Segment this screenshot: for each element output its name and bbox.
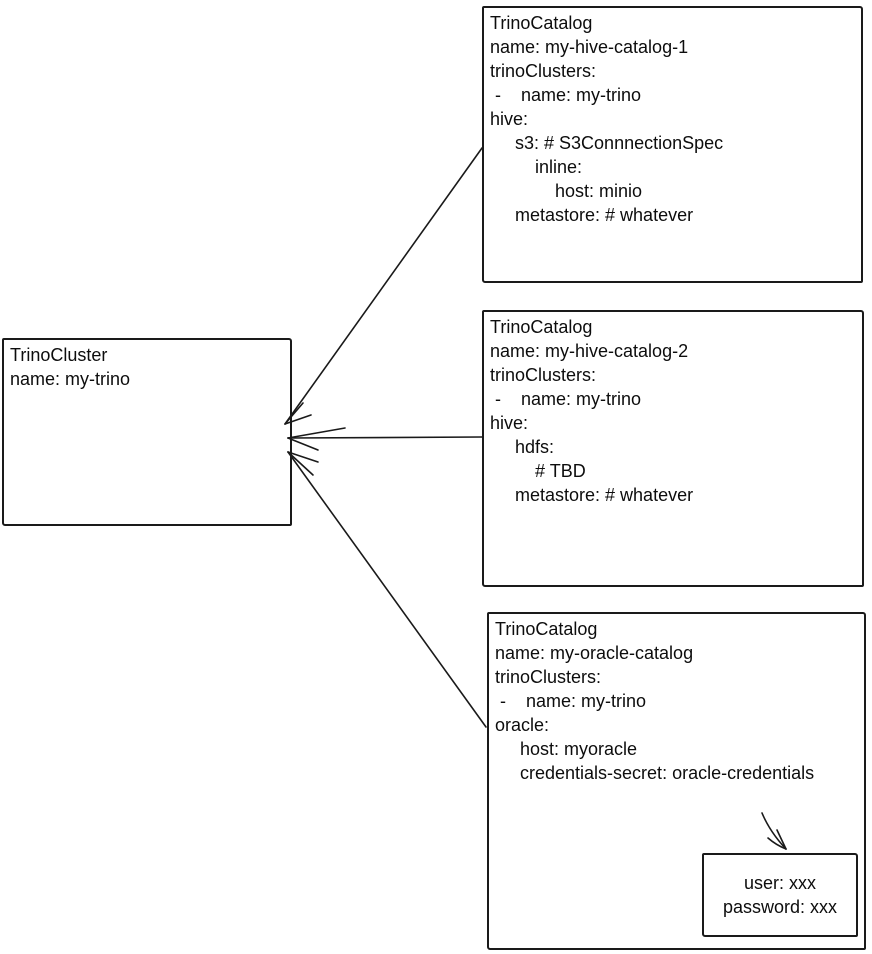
yaml-line: inline:	[490, 157, 583, 177]
yaml-line: metastore: # whatever	[490, 485, 694, 505]
yaml-line: name: my-oracle-catalog	[495, 643, 694, 663]
node-trino-catalog-3[interactable]: TrinoCatalog name: my-oracle-catalog tri…	[487, 612, 866, 950]
yaml-line: hive:	[490, 413, 529, 433]
yaml-line: host: myoracle	[495, 739, 638, 759]
yaml-line: trinoClusters:	[490, 365, 597, 385]
yaml-line: metastore: # whatever	[490, 205, 694, 225]
node-trino-cluster[interactable]: TrinoCluster name: my-trino	[2, 338, 292, 526]
yaml-line: name: my-hive-catalog-1	[490, 37, 689, 57]
edge-catalog2-to-cluster	[287, 427, 483, 451]
yaml-line: - name: my-trino	[490, 85, 642, 105]
secret-password-line: password: xxx	[722, 897, 838, 917]
yaml-line: - name: my-trino	[490, 389, 642, 409]
yaml-line: oracle:	[495, 715, 550, 735]
node-title: TrinoCatalog	[490, 317, 593, 337]
yaml-line: s3: # S3ConnnectionSpec	[490, 133, 724, 153]
yaml-line: trinoClusters:	[490, 61, 597, 81]
node-trino-catalog-1[interactable]: TrinoCatalog name: my-hive-catalog-1 tri…	[482, 6, 863, 283]
secret-user-line: user: xxx	[743, 873, 817, 893]
node-title: TrinoCatalog	[490, 13, 593, 33]
edge-catalog1-to-cluster	[284, 147, 483, 425]
node-oracle-credentials-secret[interactable]: user: xxx password: xxx	[702, 853, 858, 937]
yaml-line: hive:	[490, 109, 529, 129]
yaml-line: name: my-hive-catalog-2	[490, 341, 689, 361]
yaml-line: trinoClusters:	[495, 667, 602, 687]
yaml-line: hdfs:	[490, 437, 555, 457]
yaml-line: name: my-trino	[10, 369, 131, 389]
yaml-line: host: minio	[490, 181, 643, 201]
yaml-line: # TBD	[490, 461, 586, 481]
edge-catalog3-to-cluster	[287, 451, 487, 728]
yaml-line: - name: my-trino	[495, 691, 647, 711]
node-title: TrinoCatalog	[495, 619, 598, 639]
node-title: TrinoCluster	[10, 345, 108, 365]
node-trino-catalog-2[interactable]: TrinoCatalog name: my-hive-catalog-2 tri…	[482, 310, 864, 587]
yaml-line: credentials-secret: oracle-credentials	[495, 763, 815, 783]
